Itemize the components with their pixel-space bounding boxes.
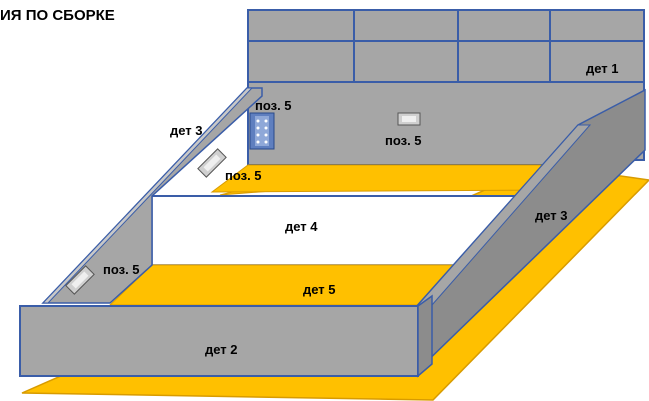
label-poz5-back: поз. 5 [385,133,422,148]
headboard-grid [248,10,644,82]
label-det4: дет 4 [285,219,318,234]
front-panel-det2 [19,305,419,377]
label-det3-left: дет 3 [170,123,203,138]
label-det1: дет 1 [586,61,619,76]
headboard-top-det1 [247,9,645,83]
left-side-panel-top-edge [41,87,254,304]
label-det5: дет 5 [303,282,336,297]
label-poz5-top: поз. 5 [255,98,292,113]
label-det3-right: дет 3 [535,208,568,223]
label-poz5-left-upper: поз. 5 [225,168,262,183]
page-title: ИЯ ПО СБОРКЕ [0,7,115,24]
front-panel-side [417,294,433,378]
corner-bracket-icon [249,112,275,150]
front-yellow-strip [108,264,462,306]
inner-yellow-strip [210,164,569,193]
label-det2: дет 2 [205,342,238,357]
mounting-plate-icon-left-lower [65,265,95,295]
mounting-plate-icon-left-upper [197,148,227,178]
mounting-plate-icon [397,112,421,126]
label-poz5-left-lower: поз. 5 [103,262,140,277]
